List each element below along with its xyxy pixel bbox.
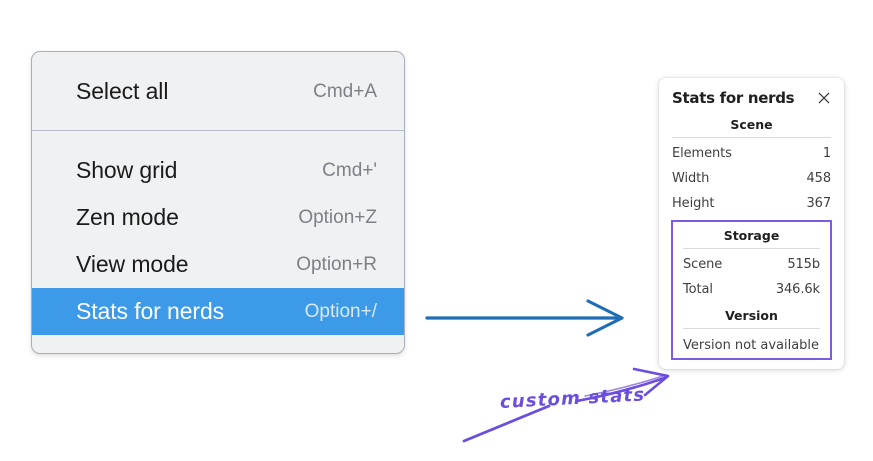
version-divider	[683, 328, 820, 329]
menu-item-label: Select all	[76, 78, 169, 104]
menu-item-label: Show grid	[76, 157, 178, 183]
stat-row-elements: Elements 1	[672, 141, 831, 166]
stat-value: 515b	[787, 257, 820, 272]
menu-item-select-all[interactable]: Select all Cmd+A	[32, 68, 404, 115]
storage-divider	[683, 248, 820, 249]
stat-row-width: Width 458	[672, 166, 831, 191]
stat-row-storage-scene: Scene 515b	[683, 252, 820, 277]
menu-item-view-mode[interactable]: View mode Option+R	[32, 241, 404, 288]
stat-value: 346.6k	[775, 282, 820, 297]
panel-body: Scene Elements 1 Width 458 Height 367 St…	[659, 111, 844, 360]
stat-value: 458	[806, 171, 831, 186]
stat-row-height: Height 367	[672, 191, 831, 216]
stat-key: Total	[683, 282, 713, 297]
annotation-label-custom-stats: custom stats	[499, 384, 646, 413]
menu-item-label: Stats for nerds	[76, 298, 225, 324]
menu-item-zen-mode[interactable]: Zen mode Option+Z	[32, 194, 404, 241]
menu-item-shortcut: Cmd+'	[322, 160, 377, 181]
menu-item-shortcut: Option+Z	[298, 207, 377, 228]
context-menu[interactable]: Select all Cmd+A Show grid Cmd+' Zen mod…	[31, 51, 405, 354]
scene-divider	[672, 137, 831, 138]
menu-section-2: Show grid Cmd+' Zen mode Option+Z View m…	[32, 131, 404, 353]
menu-item-label: View mode	[76, 251, 189, 277]
stat-key: Elements	[672, 146, 732, 161]
custom-stats-group: Storage Scene 515b Total 346.6k Version …	[671, 220, 832, 360]
panel-header: Stats for nerds	[659, 78, 844, 111]
stat-value: 1	[822, 146, 831, 161]
storage-section-heading: Storage	[723, 228, 780, 243]
menu-item-shortcut: Cmd+A	[313, 81, 377, 102]
menu-divider	[32, 130, 404, 131]
menu-section-1: Select all Cmd+A	[32, 52, 404, 130]
menu-item-show-grid[interactable]: Show grid Cmd+'	[32, 147, 404, 194]
version-note: Version not available	[683, 338, 820, 353]
menu-item-label: Zen mode	[76, 204, 179, 230]
stat-key: Height	[672, 196, 715, 211]
panel-title: Stats for nerds	[672, 89, 795, 107]
menu-item-stats-for-nerds[interactable]: Stats for nerds Option+/	[32, 288, 404, 335]
version-section-heading: Version	[725, 308, 778, 323]
menu-item-shortcut: Option+/	[304, 301, 377, 322]
scene-section-heading: Scene	[730, 117, 773, 132]
close-icon[interactable]	[816, 90, 832, 106]
stat-row-storage-total: Total 346.6k	[683, 277, 820, 302]
stats-for-nerds-panel: Stats for nerds Scene Elements 1 Width 4…	[659, 78, 844, 369]
menu-item-shortcut: Option+R	[296, 254, 377, 275]
stat-key: Scene	[683, 257, 723, 272]
stat-value: 367	[806, 196, 831, 211]
stat-key: Width	[672, 171, 710, 186]
flow-arrow-icon	[425, 299, 624, 337]
